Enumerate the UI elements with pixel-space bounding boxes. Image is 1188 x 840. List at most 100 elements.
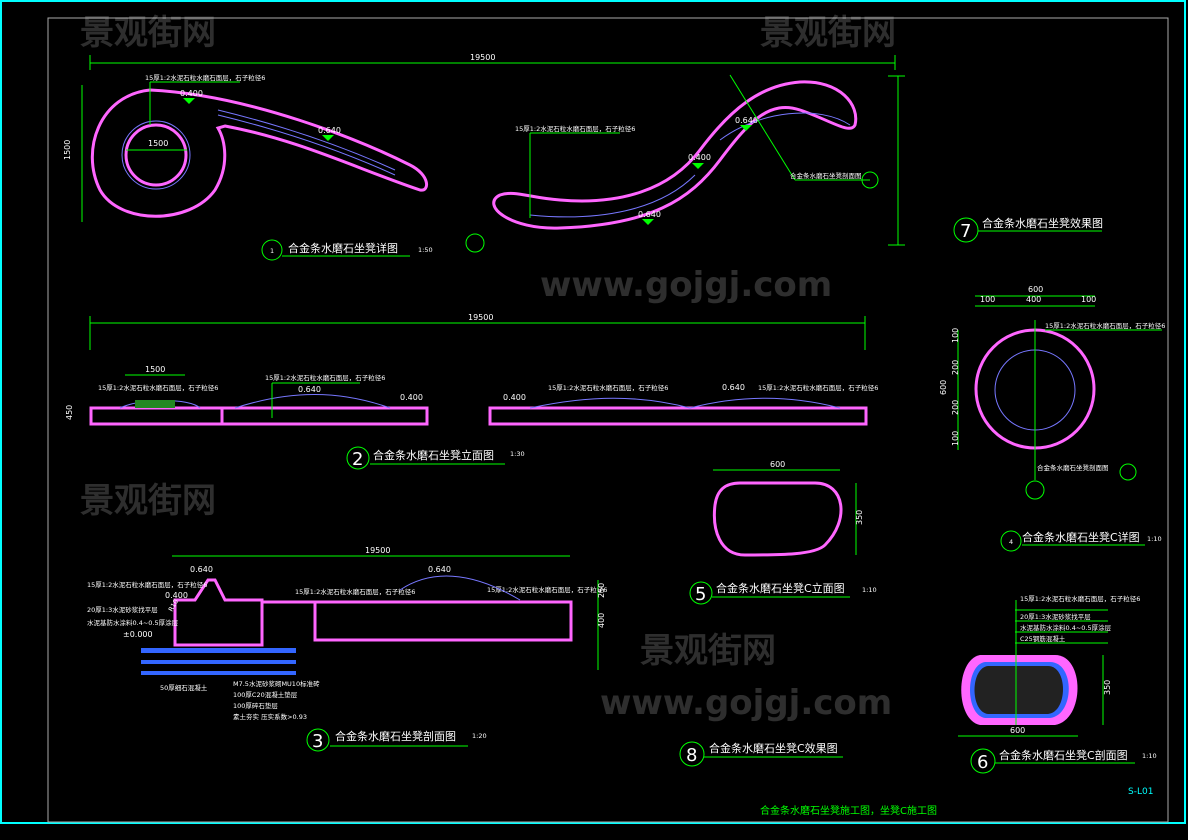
drawing-line [90,88,429,218]
drawing-line [642,219,654,225]
drawing-line [719,112,851,141]
drawing-6-section-c: 15厚1:2水泥石粒水磨石面层，石子粒径6 20厚1:3水泥砂浆找平层 水泥基防… [958,594,1157,774]
label: 0.640 [735,116,758,125]
label: 0.400 [180,89,203,98]
drawing-line [234,394,391,409]
drawing-line [740,125,752,131]
label: 水泥基防水涂料0.4~0.5厚涂层 [87,618,179,627]
drawing-line [313,600,573,642]
label: 景观街网 [80,481,216,521]
drawing-3-section: 19500 15厚1:2水泥石粒水磨石面层，石子粒径6 0.640 0.400 … [87,546,607,752]
drawing-line [121,120,191,190]
drawing-line [712,481,843,557]
drawing-line [970,748,996,774]
label: 合金条水磨石坐凳C剖面图 [999,748,1128,762]
inner-frame [47,17,1169,823]
label: C25钢筋混凝土 [1020,634,1066,643]
label: 1500 [63,140,72,160]
drawing-line [217,114,396,176]
label: 0.640 [318,126,341,135]
label: 350 [855,510,864,525]
drawing-8-title: 8 合金条水磨石坐凳C效果图 [679,741,843,767]
label: 合金条水磨石坐凳剖面图 [335,729,456,743]
drawing-line [173,578,264,647]
label: 0.400 [165,591,188,600]
label: 景观街网 [80,13,216,53]
label: 1:20 [472,732,487,740]
label: 0.640 [190,565,213,574]
label: 15厚1:2水泥石粒水磨石面层，石子粒径6 [98,383,218,392]
drawing-line [124,123,188,187]
label: 4 [1009,538,1013,546]
drawing-line [217,109,396,171]
drawing-line [492,80,858,230]
label: 350 [1103,680,1112,695]
drawing-line [729,74,796,181]
label: 100厚C20混凝土垫层 [233,690,298,699]
label: 100 [951,328,960,343]
label: 0.640 [298,385,321,394]
label: 合金条水磨石坐凳效果图 [982,216,1103,230]
drawing-line [1000,530,1022,552]
drawing-5-elevation: 600 350 5 合金条水磨石坐凳C立面图 1:10 [689,460,877,605]
label: 0.640 [638,210,661,219]
drawing-2-elevation: 19500 1500 15厚1:2水泥石粒水磨石面层，石子粒径6 15厚1:2水… [65,313,878,470]
label: 15厚1:2水泥石粒水磨石面层，石子粒径6 [87,580,207,589]
label: 200 [951,400,960,415]
sheet-number: S-L01 [1128,787,1153,797]
label: 合金条水磨石坐凳剖面图 [1037,463,1109,472]
watermark: 景观街网 景观街网 www.gojgj.com 景观街网 景观街网 www.go… [80,13,896,723]
label: 水泥基防水涂料0.4~0.5厚涂层 [1020,623,1112,632]
drawing-line [953,217,979,243]
label: 19500 [468,313,493,322]
drawing-line [141,648,296,653]
label: 景观街网 [760,13,896,53]
label: 20厚1:3水泥砂浆找平层 [87,605,158,614]
label: 1:50 [418,246,433,254]
label: 5 [695,584,706,605]
label: 素土夯实 压实系数>0.93 [233,712,307,721]
label: 15厚1:2水泥石粒水磨石面层，石子粒径6 [487,585,607,594]
label: 1:10 [1142,752,1157,760]
label: 15厚1:2水泥石粒水磨石面层，石子粒径6 [295,587,415,596]
label: 400 [597,613,606,628]
label: 7 [960,221,971,242]
label: 1500 [145,365,165,374]
drawing-line [692,163,704,169]
label: 200 [951,360,960,375]
drawing-line [183,98,195,104]
label: 合金条水磨石坐凳C效果图 [709,741,838,755]
label: 15厚1:2水泥石粒水磨石面层，石子粒径6 [548,383,668,392]
label: 100 [980,295,995,304]
label: www.gojgj.com [540,265,832,305]
drawing-line [141,671,296,675]
label: 600 [1010,726,1025,735]
drawing-line [135,400,175,408]
label: 20厚1:3水泥砂浆找平层 [1020,612,1091,621]
label: M7.5水泥砂浆砌MU10标准砖 [233,679,320,688]
label: 景观街网 [640,631,776,671]
drawing-line [89,406,429,426]
label: 0.640 [722,383,745,392]
label: 合金条水磨石坐凳立面图 [373,448,494,462]
label: 15厚1:2水泥石粒水磨石面层，石子粒径6 [758,383,878,392]
label: 0.640 [428,565,451,574]
drawing-line [529,397,841,409]
drawing-line [1119,463,1137,481]
label: 0.400 [400,393,423,402]
label: 100 [951,431,960,446]
label: 15厚1:2水泥石粒水磨石面层，石子粒径6 [265,373,385,382]
label: 400 [1026,295,1041,304]
label: 1:10 [1147,535,1162,543]
label: ±0.000 [123,630,153,639]
label: 100 [1081,295,1096,304]
label: 合金条水磨石坐凳详图 [288,241,398,255]
label: 15厚1:2水泥石粒水磨石面层，石子粒径6 [1020,594,1140,603]
label: 1500 [148,139,168,148]
label: 19500 [470,53,495,62]
drawing-line [679,741,705,767]
label: 1 [270,247,274,255]
drawing-line [488,406,868,426]
label: 合金条水磨石坐凳C详图 [1022,530,1140,544]
